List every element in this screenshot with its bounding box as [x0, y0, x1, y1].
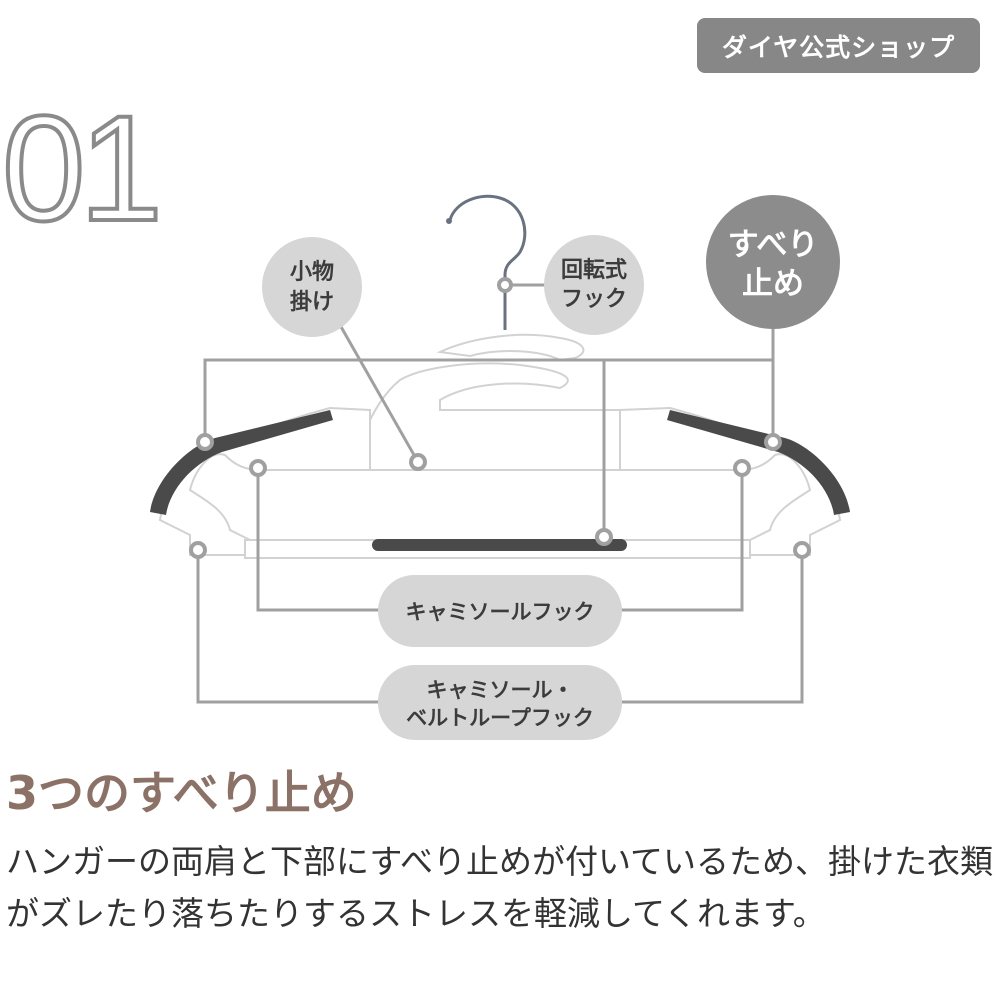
step-number: 01 [0, 95, 165, 235]
callout-belt-loop-hook-line2: ベルトループフック [406, 706, 594, 730]
callout-rotating-hook-line2: フック [561, 287, 627, 312]
body-text: ハンガーの両肩と下部にすべり止めが付いているため、掛けた衣類がズレたり落ちたりす… [6, 842, 994, 933]
step-number-text: 01 [2, 95, 157, 235]
callout-rotating-hook-line1: 回転式 [561, 257, 627, 283]
shop-badge[interactable]: ダイヤ公式ショップ [697, 18, 980, 73]
callout-non-slip-line1: すべり [728, 227, 819, 263]
hanger-hook [446, 194, 527, 330]
callout-camisole-hook: キャミソールフック [378, 575, 622, 647]
callout-rotating-hook: 回転式 フック [544, 235, 644, 335]
callout-small-items: 小物 掛け [262, 237, 362, 337]
leader-lines [196, 283, 804, 704]
callout-non-slip-line2: 止め [742, 266, 804, 302]
leader-dots [189, 277, 811, 559]
callout-camisole-hook-label: キャミソールフック [406, 600, 595, 624]
callout-belt-loop-hook-line1: キャミソール・ [427, 678, 574, 702]
non-slip-grips [150, 410, 850, 551]
section-heading: 3つのすべり止め [6, 766, 357, 820]
callout-small-items-line2: 掛け [290, 290, 334, 315]
callout-small-items-line1: 小物 [290, 259, 334, 285]
callout-belt-loop-hook: キャミソール・ ベルトループフック [378, 665, 622, 740]
hanger-diagram: 小物 掛け 回転式 フック すべり 止め キャミソールフック キャミソール・ ベ… [150, 194, 850, 740]
hanger-body [158, 333, 842, 559]
callout-non-slip: すべり 止め [706, 195, 840, 329]
